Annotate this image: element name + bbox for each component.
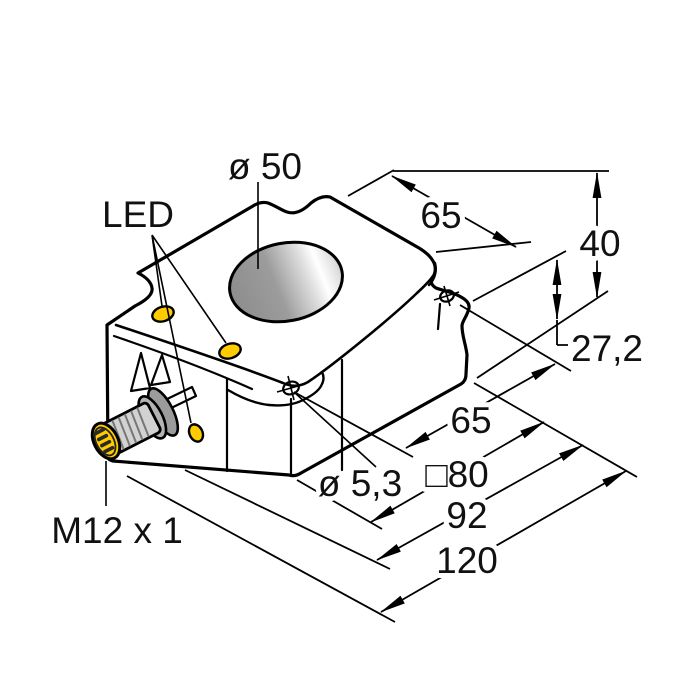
label-dim-120: 120 [436, 540, 498, 581]
mounting-hole-east [433, 285, 460, 307]
label-connector-thread: M12 x 1 [51, 510, 183, 551]
dimension-labels: ø 50 LED 65 40 27,2 65 ø 5,3 □80 92 120 … [46, 141, 648, 586]
mounting-hole-front [276, 375, 306, 401]
leader-lines [105, 182, 377, 506]
dimension-line-65-top [391, 175, 517, 248]
top-face-edge [114, 274, 435, 388]
east-lug-step-edge [427, 261, 437, 287]
face-groove-lines [225, 302, 442, 476]
sensor-bore [228, 240, 344, 324]
extension-lines [126, 169, 638, 623]
led-indicator-top-2 [218, 342, 242, 360]
label-led: LED [102, 194, 174, 235]
led-indicator-side [187, 423, 205, 443]
dimension-line-120 [380, 470, 627, 613]
label-bore-diameter: ø 50 [228, 146, 302, 187]
connector-key-teeth [129, 351, 172, 393]
label-dim-65-top: 65 [420, 195, 461, 236]
dimension-annotations [105, 169, 638, 623]
label-mounting-hole-dia: ø 5,3 [318, 463, 402, 504]
label-dim-65-bottom: 65 [450, 400, 491, 441]
label-dim-40: 40 [579, 223, 620, 264]
connector-pin-slots [93, 427, 115, 454]
led-indicator-top-1 [151, 305, 175, 323]
label-dim-80: □80 [425, 454, 489, 495]
m12-connector [90, 351, 198, 461]
left-face-bevel-edge [112, 334, 254, 391]
label-dim-27-2: 27,2 [571, 328, 643, 369]
label-dim-92: 92 [446, 495, 487, 536]
